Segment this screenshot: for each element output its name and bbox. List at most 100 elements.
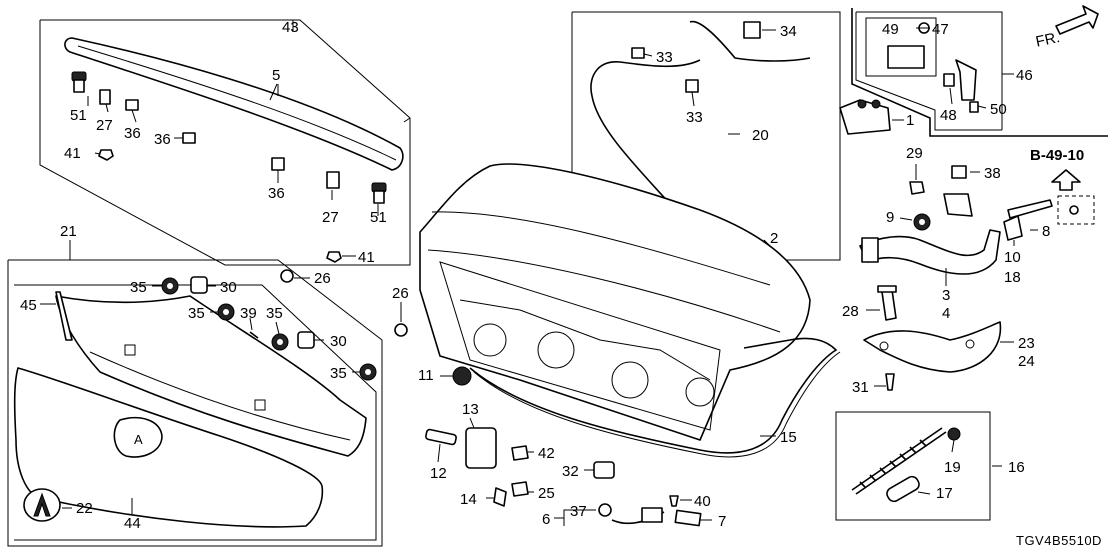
sleeve-7 xyxy=(674,509,702,527)
lock-cylinder-housing xyxy=(887,45,925,69)
callout-46: 46 xyxy=(1016,67,1033,84)
trunk-garnish-inner xyxy=(55,295,367,457)
bolt-38 xyxy=(951,165,967,179)
callout-38: 38 xyxy=(984,165,1001,182)
callout-6: 6 xyxy=(542,511,550,528)
callout-11: 11 xyxy=(418,367,434,384)
bumper-32 xyxy=(593,461,615,479)
callout-44: 44 xyxy=(124,515,141,532)
clip-36-a xyxy=(125,99,139,111)
callout-40: 40 xyxy=(694,493,711,510)
callout-22: 22 xyxy=(76,500,93,517)
callout-26a: 26 xyxy=(314,270,331,287)
callout-23: 23 xyxy=(1018,335,1035,352)
callout-37: 37 xyxy=(570,503,587,520)
callout-49: 49 xyxy=(882,21,899,38)
trunk-latch xyxy=(839,99,891,135)
clip-51-right xyxy=(371,182,387,204)
callout-35c: 35 xyxy=(266,305,283,322)
callout-41a: 41 xyxy=(64,145,81,162)
callout-36a: 36 xyxy=(124,125,141,142)
clip-26-upper xyxy=(280,269,294,283)
clip-36-b xyxy=(182,132,196,144)
callout-50: 50 xyxy=(990,101,1007,118)
callout-14: 14 xyxy=(460,491,477,508)
key-cylinder xyxy=(955,59,977,101)
clip-27-right xyxy=(326,171,340,189)
spring-kit-group xyxy=(835,411,991,521)
nut-35-d xyxy=(359,363,377,381)
page-reference: B-49-10 xyxy=(1030,147,1095,225)
callout-7: 7 xyxy=(718,513,726,530)
grommet-30-a xyxy=(190,276,208,294)
callout-30b: 30 xyxy=(330,333,347,350)
clip-37 xyxy=(598,503,612,517)
callout-26b: 26 xyxy=(392,285,409,302)
trunk-garnish-outer xyxy=(13,367,324,528)
trunk-harness xyxy=(590,20,811,216)
callout-42: 42 xyxy=(538,445,555,462)
callout-31: 31 xyxy=(852,379,869,396)
callout-20: 20 xyxy=(752,127,769,144)
callout-27a: 27 xyxy=(96,117,113,134)
callout-17: 17 xyxy=(936,485,953,502)
screw-31 xyxy=(885,373,895,391)
callout-9: 9 xyxy=(886,209,894,226)
harness-clip-34 xyxy=(743,21,761,39)
trunk-switch-13 xyxy=(465,427,497,469)
callout-27b: 27 xyxy=(322,209,339,226)
callout-24: 24 xyxy=(1018,353,1035,370)
callout-18: 18 xyxy=(1004,269,1021,286)
clip-36-c xyxy=(271,157,285,171)
nut-41-lower xyxy=(326,251,342,263)
nut-35-a xyxy=(161,277,179,295)
callout-41b: 41 xyxy=(358,249,375,266)
clip-51-left xyxy=(71,71,87,93)
callout-51a: 51 xyxy=(70,107,87,124)
front-direction-arrow: FR. xyxy=(1034,5,1099,51)
handle-12 xyxy=(425,428,457,446)
grommet-9 xyxy=(913,213,931,231)
callout-16: 16 xyxy=(1008,459,1025,476)
callout-29: 29 xyxy=(906,145,923,162)
callout-1: 1 xyxy=(906,112,914,129)
clip-48 xyxy=(943,73,955,87)
callout-5: 5 xyxy=(272,67,280,84)
bolt-42 xyxy=(511,445,529,461)
callout-39: 39 xyxy=(240,305,257,322)
torsion-spring xyxy=(851,427,947,495)
trunk-hinge xyxy=(859,193,1001,275)
callout-35a: 35 xyxy=(130,279,147,296)
callout-15: 15 xyxy=(780,429,797,446)
callout-labels: 1 2 3 4 5 6 7 8 9 10 11 12 13 14 15 16 1… xyxy=(20,19,1050,532)
clip-27-left xyxy=(99,89,111,105)
molding-strip xyxy=(55,291,73,341)
harness-clip-33-lower xyxy=(685,79,699,93)
callout-43: 43 xyxy=(282,19,299,36)
spring-sleeve-17 xyxy=(886,475,920,503)
leader-lines xyxy=(40,27,1038,526)
bolt-50 xyxy=(969,101,979,113)
callout-10: 10 xyxy=(1004,249,1021,266)
trunk-lid xyxy=(419,163,811,441)
acura-emblem xyxy=(23,488,61,522)
harness-clip-33-upper xyxy=(631,47,645,59)
callout-8: 8 xyxy=(1042,223,1050,240)
fr-label: FR. xyxy=(1034,29,1061,51)
nut-35-b xyxy=(217,303,235,321)
page-ref-text: B-49-10 xyxy=(1030,147,1084,164)
callout-33a: 33 xyxy=(656,49,673,66)
bolt-28 xyxy=(881,289,897,321)
garnish-group: A xyxy=(7,259,383,547)
weatherstrip xyxy=(469,337,838,454)
nut-35-c xyxy=(271,333,289,351)
grommet-30-b xyxy=(297,331,315,349)
callout-35b: 35 xyxy=(188,305,205,322)
callout-36b: 36 xyxy=(154,131,171,148)
strut-bracket-10 xyxy=(1003,215,1023,241)
bolt-40 xyxy=(669,495,679,507)
callout-51b: 51 xyxy=(370,209,387,226)
bolt-25 xyxy=(511,481,529,497)
trunk-support-strut xyxy=(1007,199,1053,219)
